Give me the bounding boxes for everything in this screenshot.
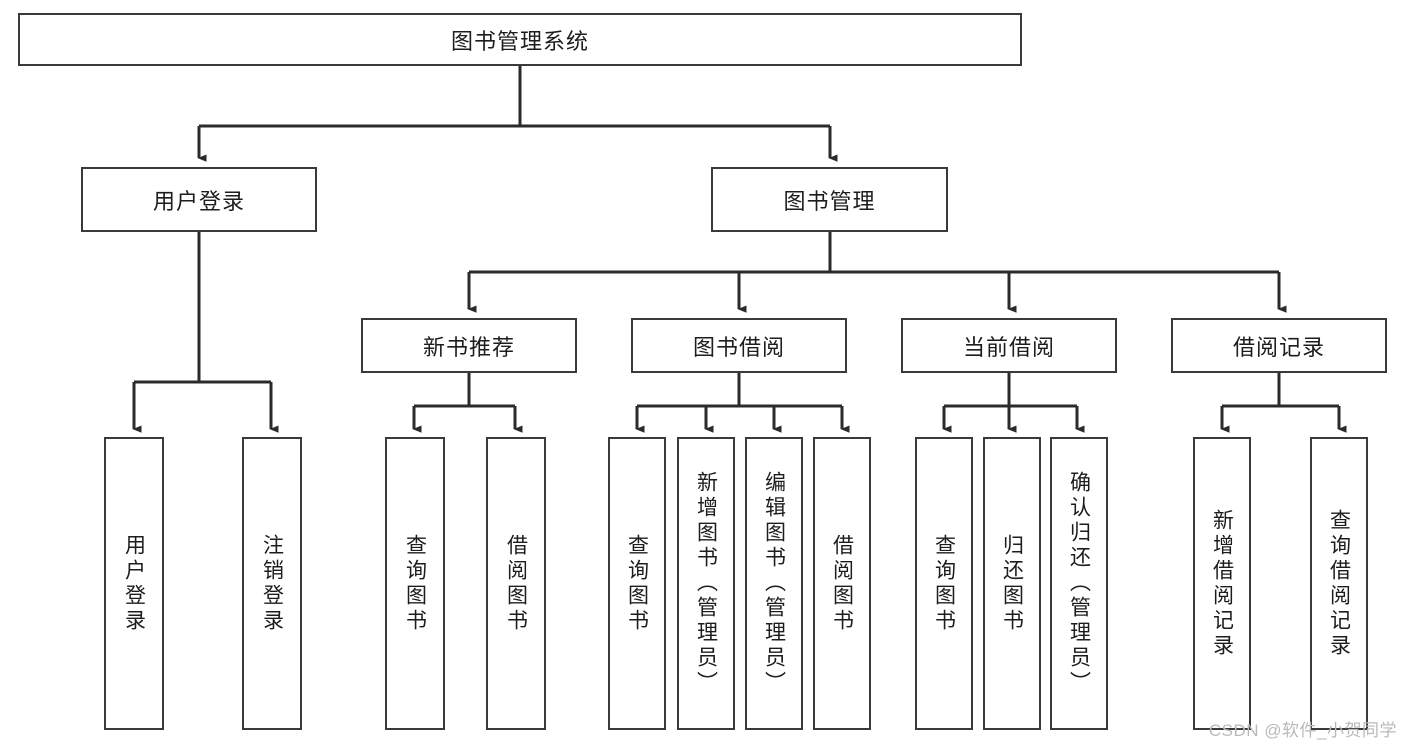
leaf-add-record[interactable]: 新增借阅记录 bbox=[1193, 437, 1251, 730]
node-root[interactable]: 图书管理系统 bbox=[18, 13, 1022, 66]
leaf-add-book-label: 新增图书（管理员） bbox=[694, 471, 718, 696]
node-current-borrow-label: 当前借阅 bbox=[962, 334, 1055, 360]
leaf-query-book-1[interactable]: 查询图书 bbox=[385, 437, 445, 730]
node-user-login[interactable]: 用户登录 bbox=[81, 167, 317, 232]
node-borrow-record[interactable]: 借阅记录 bbox=[1171, 318, 1387, 373]
leaf-edit-book[interactable]: 编辑图书（管理员） bbox=[745, 437, 803, 730]
watermark: CSDN @软件_小贺同学 bbox=[1208, 721, 1397, 740]
node-book-manage-label: 图书管理 bbox=[783, 188, 876, 214]
leaf-add-record-label: 新增借阅记录 bbox=[1210, 508, 1234, 659]
node-borrow-record-label: 借阅记录 bbox=[1232, 334, 1325, 360]
leaf-query-book-2-label: 查询图书 bbox=[625, 533, 649, 634]
leaf-return-book[interactable]: 归还图书 bbox=[983, 437, 1041, 730]
node-user-login-label: 用户登录 bbox=[152, 188, 245, 214]
leaf-query-record[interactable]: 查询借阅记录 bbox=[1310, 437, 1368, 730]
leaf-user-login-label: 用户登录 bbox=[122, 533, 146, 634]
leaf-logout[interactable]: 注销登录 bbox=[242, 437, 302, 730]
leaf-add-book[interactable]: 新增图书（管理员） bbox=[677, 437, 735, 730]
node-root-label: 图书管理系统 bbox=[450, 28, 589, 54]
node-book-borrow-label: 图书借阅 bbox=[692, 334, 785, 360]
node-book-manage[interactable]: 图书管理 bbox=[711, 167, 948, 232]
leaf-query-book-1-label: 查询图书 bbox=[403, 533, 427, 634]
node-book-borrow[interactable]: 图书借阅 bbox=[631, 318, 847, 373]
node-new-book-rec-label: 新书推荐 bbox=[422, 334, 515, 360]
leaf-return-book-label: 归还图书 bbox=[1000, 533, 1024, 634]
leaf-borrow-book-1[interactable]: 借阅图书 bbox=[486, 437, 546, 730]
leaf-query-book-3[interactable]: 查询图书 bbox=[915, 437, 973, 730]
leaf-query-book-2[interactable]: 查询图书 bbox=[608, 437, 666, 730]
leaf-query-record-label: 查询借阅记录 bbox=[1327, 508, 1351, 659]
leaf-borrow-book-1-label: 借阅图书 bbox=[504, 533, 528, 634]
leaf-query-book-3-label: 查询图书 bbox=[932, 533, 956, 634]
leaf-logout-label: 注销登录 bbox=[260, 533, 284, 634]
node-new-book-rec[interactable]: 新书推荐 bbox=[361, 318, 577, 373]
leaf-borrow-book-2-label: 借阅图书 bbox=[830, 533, 854, 634]
leaf-confirm-return-label: 确认归还（管理员） bbox=[1067, 471, 1091, 696]
leaf-edit-book-label: 编辑图书（管理员） bbox=[762, 471, 786, 696]
node-current-borrow[interactable]: 当前借阅 bbox=[901, 318, 1117, 373]
leaf-borrow-book-2[interactable]: 借阅图书 bbox=[813, 437, 871, 730]
leaf-user-login[interactable]: 用户登录 bbox=[104, 437, 164, 730]
leaf-confirm-return[interactable]: 确认归还（管理员） bbox=[1050, 437, 1108, 730]
